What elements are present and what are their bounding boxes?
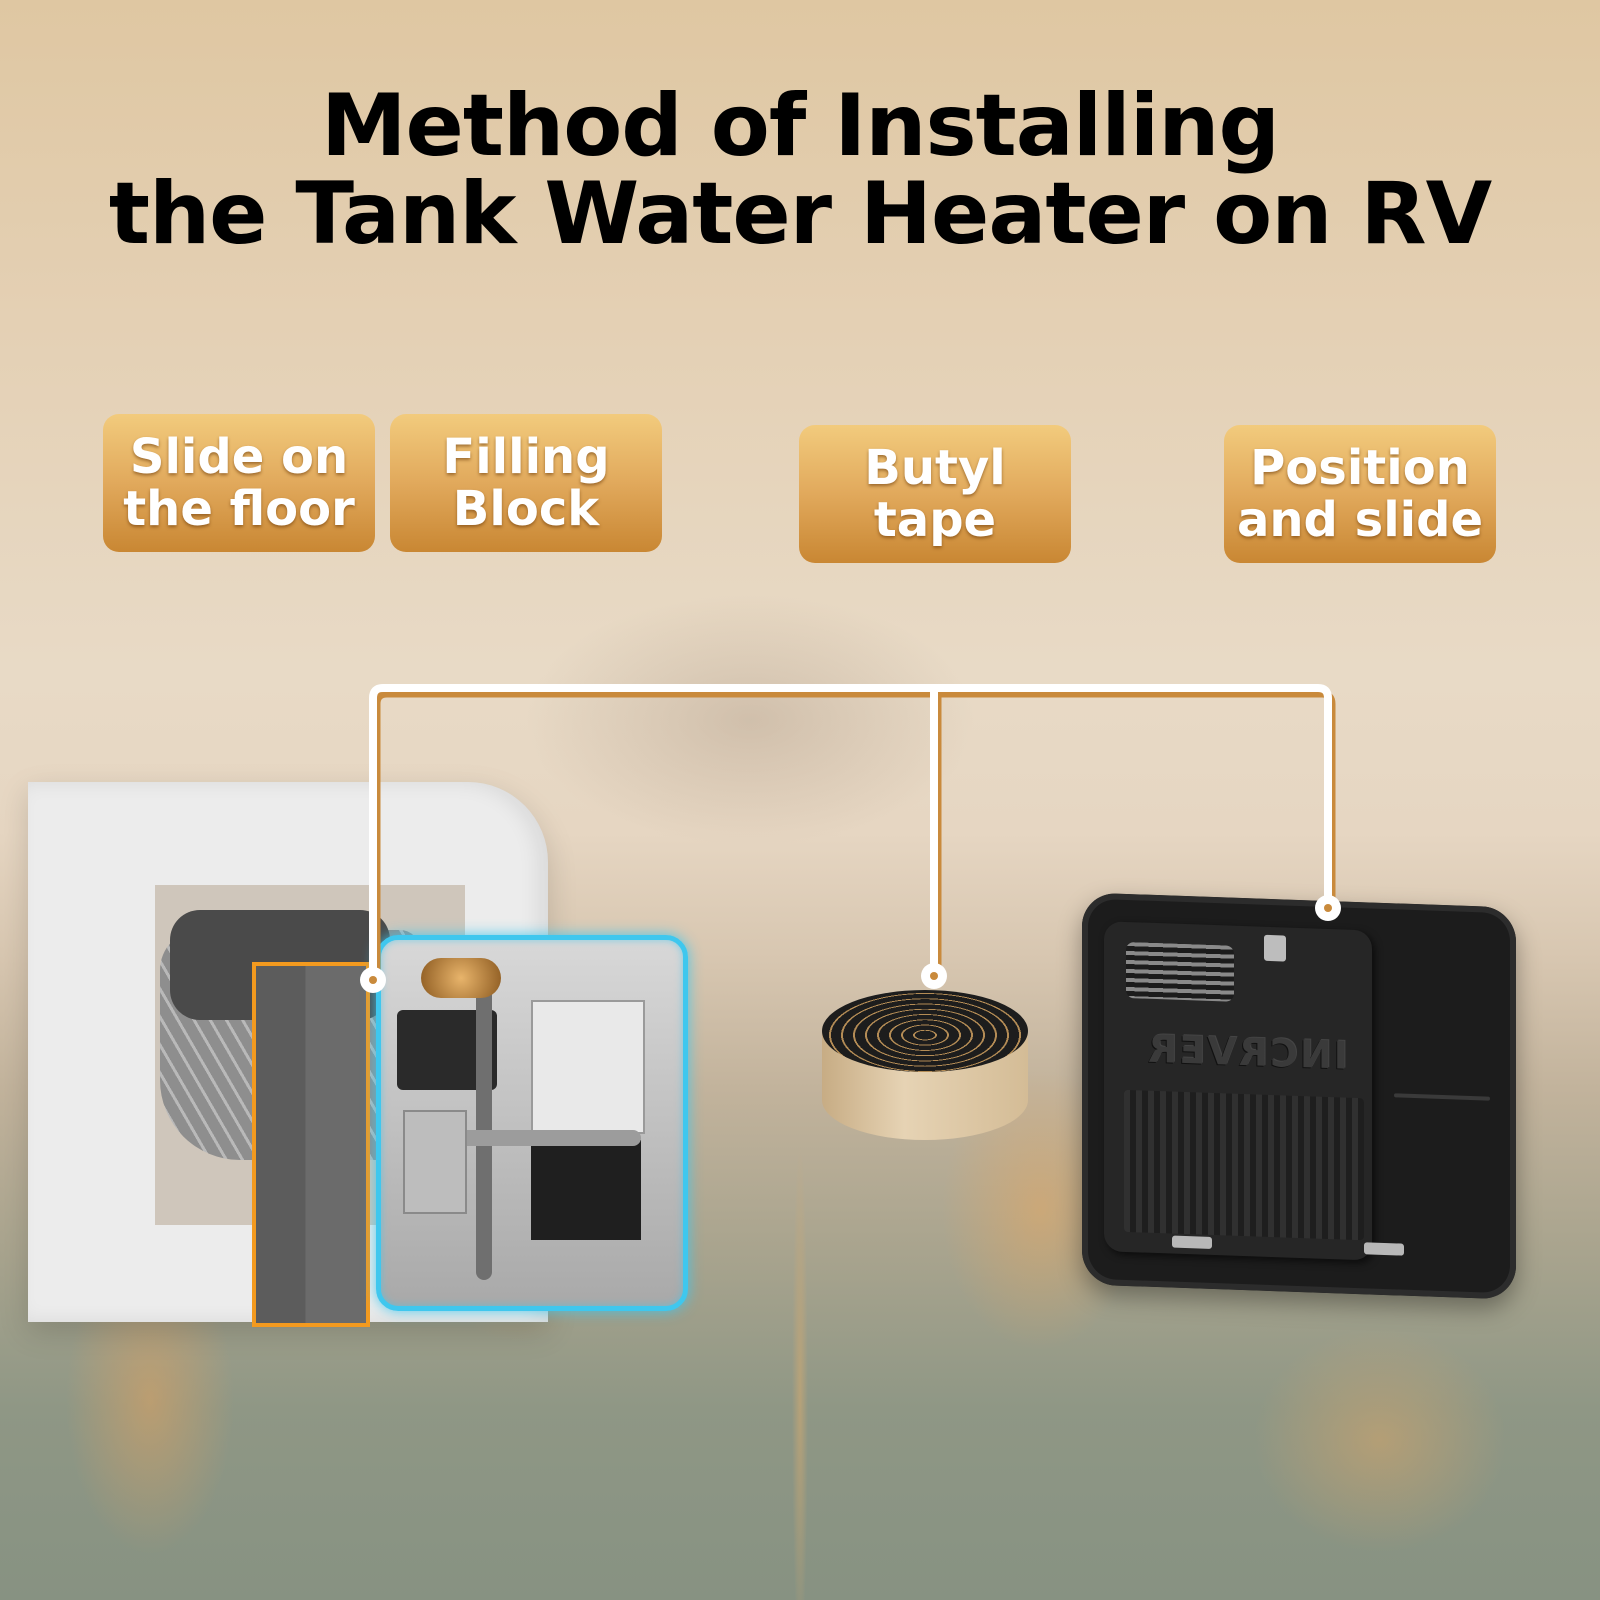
- tag-text: Position: [1250, 440, 1470, 496]
- heater-pipe-horizontal: [451, 1130, 641, 1146]
- heater-brass-fitting: [421, 958, 501, 998]
- water-heater-front-panel: [376, 935, 688, 1311]
- filling-block-highlight: [252, 962, 370, 1327]
- page-title: Method of Installing the Tank Water Heat…: [0, 82, 1600, 258]
- tag-text: Block: [452, 481, 600, 537]
- title-line-2: the Tank Water Heater on RV: [108, 164, 1492, 264]
- tag-text: and slide: [1236, 492, 1484, 548]
- heater-combustion-chamber: [531, 1000, 645, 1134]
- tag-text: the floor: [123, 481, 355, 537]
- heater-gas-valve: [403, 1110, 467, 1214]
- tag-text: Slide on: [129, 429, 349, 485]
- butyl-tape-roll: [822, 990, 1028, 1140]
- tag-text: tape: [873, 492, 997, 548]
- callout-dot-icons: [360, 895, 1341, 993]
- heater-burner: [531, 1140, 641, 1240]
- tag-text: Butyl: [864, 440, 1006, 496]
- title-line-1: Method of Installing: [320, 76, 1280, 176]
- tape-spiral-top: [822, 990, 1028, 1072]
- tag-text: Filling: [442, 429, 610, 485]
